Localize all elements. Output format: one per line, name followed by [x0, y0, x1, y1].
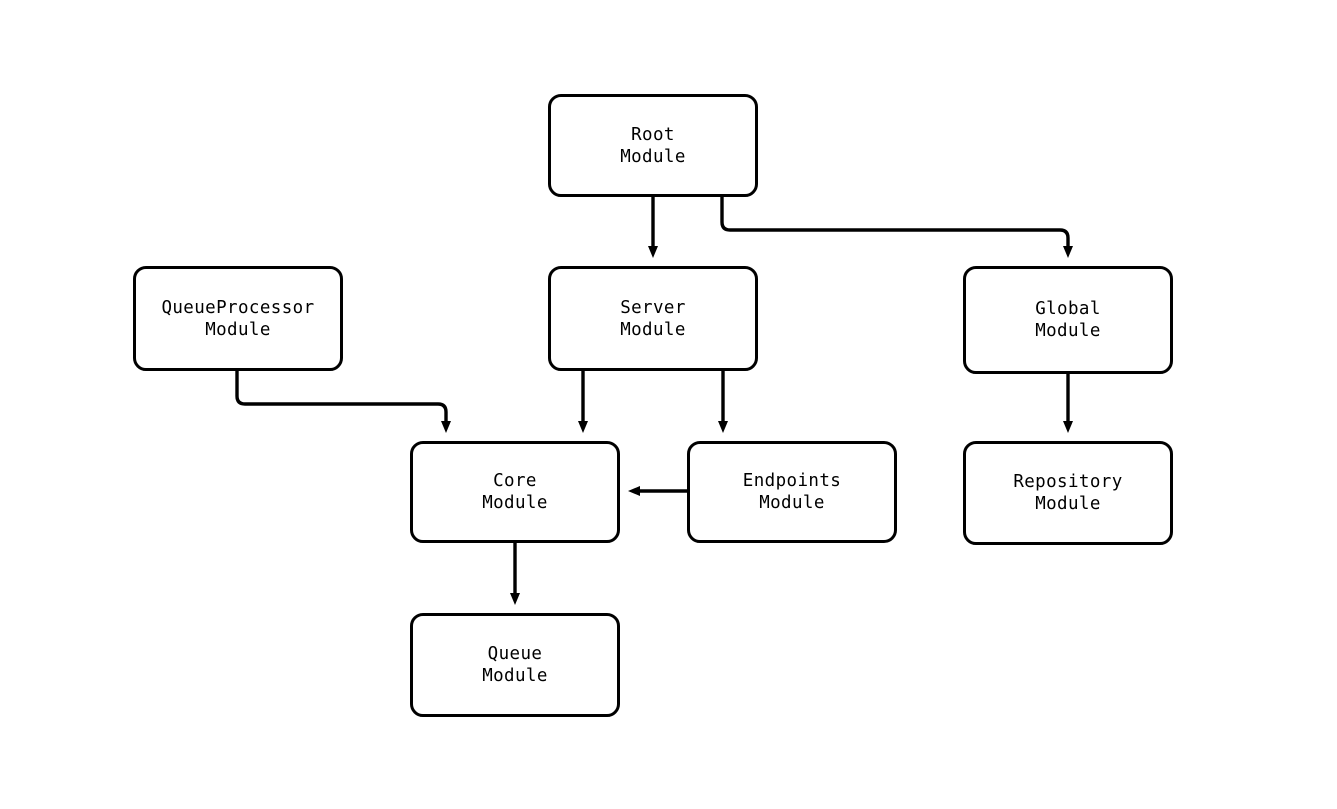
node-queue-module-label-line1: Queue: [487, 644, 543, 664]
node-global-module[interactable]: Global Module: [963, 266, 1173, 374]
node-repository-module-label-line2: Module: [1035, 494, 1101, 514]
node-root-module-label-line1: Root: [631, 124, 675, 145]
node-repository-module-label-line1: Repository: [1013, 472, 1123, 492]
node-global-module-label-line1: Global: [1035, 299, 1101, 319]
node-queueprocessor-module-label-line2: Module: [205, 319, 271, 340]
node-server-module-label-line1: Server: [620, 297, 686, 318]
node-server-module[interactable]: Server Module: [548, 266, 758, 371]
node-queue-module-label-line2: Module: [482, 666, 548, 686]
node-core-module-label-line2: Module: [482, 493, 548, 513]
node-root-module-label-line2: Module: [620, 146, 686, 167]
node-global-module-label-line2: Module: [1035, 321, 1101, 341]
node-root-module[interactable]: Root Module: [548, 94, 758, 197]
node-endpoints-module[interactable]: Endpoints Module: [687, 441, 897, 543]
node-core-module[interactable]: Core Module: [410, 441, 620, 543]
node-core-module-label-line1: Core: [493, 471, 537, 491]
node-queueprocessor-module-label-line1: QueueProcessor: [161, 297, 315, 318]
node-endpoints-module-label-line2: Module: [759, 493, 825, 513]
edge-root-to-global: [720, 197, 1073, 258]
node-repository-module[interactable]: Repository Module: [963, 441, 1173, 545]
node-queue-module[interactable]: Queue Module: [410, 613, 620, 717]
node-endpoints-module-label-line1: Endpoints: [742, 471, 842, 491]
node-server-module-label-line2: Module: [620, 319, 686, 340]
edge-queueprocessor-to-core: [235, 371, 451, 433]
node-queueprocessor-module[interactable]: QueueProcessor Module: [133, 266, 343, 371]
